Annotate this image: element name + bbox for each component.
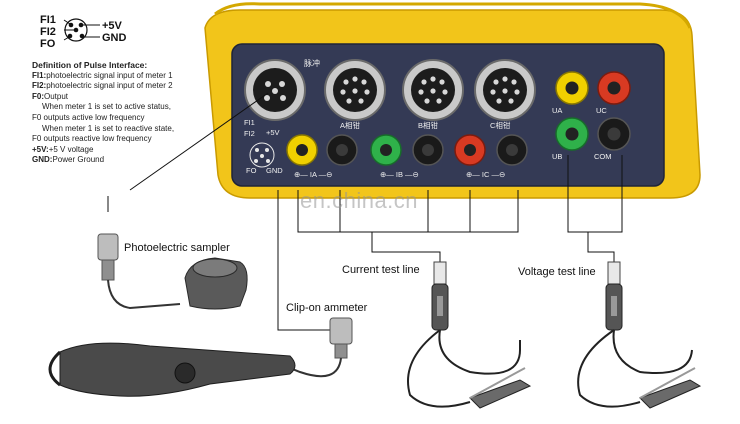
legend-fo: FO: [40, 38, 56, 50]
current-test-line-label: Current test line: [342, 264, 420, 276]
pulse-interface-definition: Definition of Pulse Interface: FI1:photo…: [32, 60, 242, 166]
current-wiring: [297, 190, 519, 262]
voltage-wiring: [567, 155, 623, 262]
definition-plus5v: +5V:+5 V voltage: [32, 144, 94, 154]
panel-clamp-c-label: C相钳: [490, 121, 511, 130]
photoelectric-sampler: [97, 233, 248, 310]
leader-line-pulse: [129, 92, 269, 191]
panel-fi1-label: FI1: [244, 118, 255, 127]
clamp-a-connector: [324, 59, 386, 121]
clip-on-ammeter-label: Clip-on ammeter: [286, 302, 368, 314]
photoelectric-sampler-label: Photoelectric sampler: [124, 242, 230, 254]
panel-com-label: COM: [594, 152, 612, 161]
panel-pulse-label: 脉冲: [304, 59, 320, 68]
pin-legend-symbol: [63, 18, 100, 42]
panel-gnd-label: GND: [266, 166, 283, 175]
legend-fi1: FI1: [40, 14, 56, 26]
watermark: en.china.cn: [300, 188, 419, 213]
pulse-connector: [244, 59, 306, 121]
ic-plus-jack: [454, 134, 486, 166]
panel-pin-diagram: [249, 142, 275, 168]
definition-line6: When meter 1 is set to reactive state,: [42, 123, 175, 133]
definition-fi2: FI2:photoelectric signal input of meter …: [32, 81, 173, 91]
panel-ic-label: ⊕— IC —⊖: [466, 170, 506, 179]
voltage-test-lead: [577, 261, 702, 409]
ua-jack: [555, 71, 589, 105]
voltage-test-line-label: Voltage test line: [518, 266, 596, 278]
ib-plus-jack: [370, 134, 402, 166]
panel-ua-label: UA: [552, 106, 563, 115]
ia-minus-jack: [326, 134, 358, 166]
clip-on-ammeter: [48, 317, 353, 397]
com-jack: [597, 117, 631, 151]
ub-jack: [555, 117, 589, 151]
panel-ub-label: UB: [552, 152, 563, 161]
panel-ia-label: ⊕— IA —⊖: [294, 170, 333, 179]
definition-gnd: GND:Power Ground: [32, 155, 105, 165]
definition-line4: When meter 1 is set to active status,: [42, 102, 171, 112]
panel-clamp-b-label: B相钳: [418, 121, 439, 130]
ic-minus-jack: [496, 134, 528, 166]
legend-fi2: FI2: [40, 26, 56, 38]
clamp-c-connector: [474, 59, 536, 121]
ia-plus-jack: [286, 134, 318, 166]
case-top-grip: [214, 2, 692, 29]
definition-line5: F0 outputs active low frequency: [32, 112, 145, 122]
uc-jack: [597, 71, 631, 105]
definition-title: Definition of Pulse Interface:: [32, 60, 148, 70]
clamp-b-connector: [402, 59, 464, 121]
definition-line7: F0 outputs reactive low frequency: [32, 134, 152, 144]
panel-ib-label: ⊕— IB —⊖: [380, 170, 419, 179]
panel-fi2-label: FI2: [244, 129, 255, 138]
panel-uc-label: UC: [596, 106, 607, 115]
legend-gnd: GND: [102, 32, 127, 44]
panel-fo-label: FO: [246, 166, 257, 175]
legend-plus5v: +5V: [102, 20, 122, 32]
ib-minus-jack: [412, 134, 444, 166]
current-test-lead: [407, 261, 532, 409]
definition-fi1: FI1:photoelectric signal input of meter …: [32, 70, 173, 80]
panel-clamp-a-label: A相钳: [340, 121, 361, 130]
definition-f0: F0:Output: [32, 91, 69, 101]
panel-plus5v-label: +5V: [266, 128, 280, 137]
